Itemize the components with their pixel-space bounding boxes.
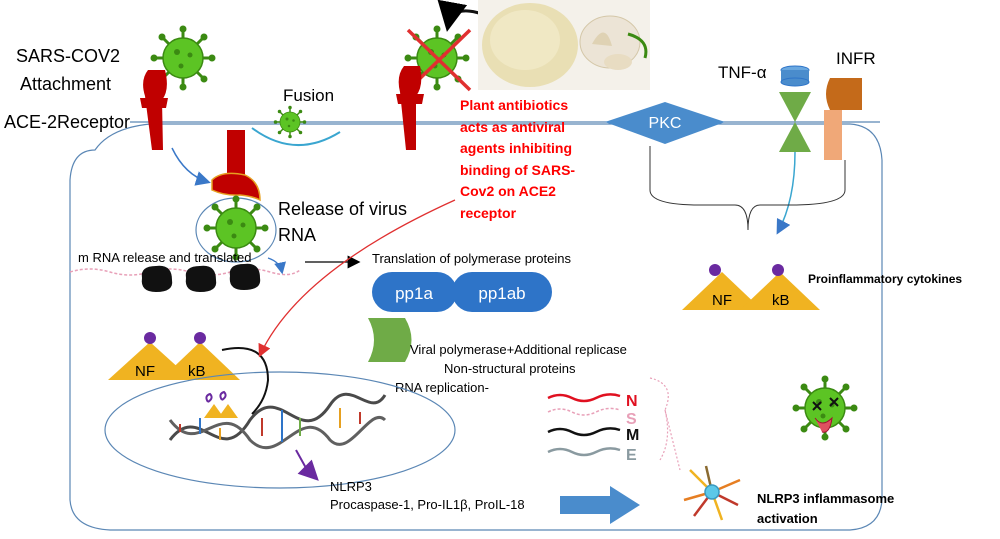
label-plant-5: Cov2 on ACE2 <box>460 183 556 199</box>
label-tnf: TNF-α <box>718 63 767 82</box>
pp1a-block <box>372 272 457 312</box>
label-nlrp3: NLRP3 <box>330 479 372 494</box>
label-kb-right: kB <box>772 292 790 309</box>
dna-helix-icon <box>168 392 387 450</box>
nfkb-left-complex <box>108 332 240 380</box>
fusion-vesicle <box>251 127 341 147</box>
ribosome-icons <box>141 263 261 292</box>
nlrp3-purple-arrow <box>295 449 319 481</box>
label-inflammasome-1: NLRP3 inflammasome <box>757 491 894 506</box>
label-infr: INFR <box>836 49 876 68</box>
label-nf-right: NF <box>712 292 732 309</box>
label-plant-3: agents inhibiting <box>460 140 572 156</box>
nfkb-to-dna-line <box>221 347 270 415</box>
ace2-receptor-icon <box>140 70 168 150</box>
ace2-receptor-blocked-icon <box>396 66 424 150</box>
label-viral-polymerase: Viral polymerase+Additional replicase <box>410 342 627 357</box>
tnf-receptor-upper <box>779 92 811 122</box>
label-gene-e: E <box>626 447 637 464</box>
rna-dotted-tail <box>649 377 681 471</box>
tnf-receptor-lower <box>779 122 811 152</box>
pkc-to-nfkb-line <box>649 146 846 231</box>
label-release-2: RNA <box>278 225 316 245</box>
internalized-receptor-icon <box>211 130 261 202</box>
label-gene-n: N <box>626 393 638 410</box>
label-inflammasome-2: activation <box>757 511 818 526</box>
label-attachment-2: Attachment <box>20 74 111 94</box>
label-fusion: Fusion <box>283 86 334 105</box>
pkc-diamond <box>605 102 725 144</box>
label-release-1: Release of virus <box>278 199 407 219</box>
dna-base-pairs <box>179 408 361 442</box>
cell-outline <box>69 123 883 531</box>
label-rna-replication: RNA replication- <box>395 380 489 395</box>
nucleus <box>104 371 456 489</box>
virus-fusion-icon <box>273 105 307 139</box>
label-ace2-receptor: ACE-2Receptor <box>4 112 130 132</box>
inflammasome-big-arrow <box>560 486 640 524</box>
infr-receptor-cap <box>826 78 862 110</box>
tnf-cylinder-bottom <box>780 77 810 87</box>
label-nf-left: NF <box>135 363 155 380</box>
nfkb-bound-dna-icon <box>204 390 238 418</box>
replicase-shape <box>368 318 412 362</box>
label-attachment-1: SARS-COV2 <box>16 46 120 66</box>
label-plant-2: acts as antiviral <box>460 119 565 135</box>
label-gene-s: S <box>626 411 637 428</box>
label-pkc: PKC <box>649 115 682 132</box>
label-pp1a: pp1a <box>395 284 433 303</box>
label-plant-4: binding of SARS- <box>460 162 575 178</box>
plant-to-virus-arrow <box>437 0 483 32</box>
label-plant-1: Plant antibiotics <box>460 97 568 113</box>
internalization-arrow <box>171 147 211 186</box>
inflammasome-icon <box>683 465 741 521</box>
garlic-image <box>579 15 648 70</box>
dead-virus-icon <box>791 374 859 442</box>
label-proinflammatory: Proinflammatory cytokines <box>808 272 962 286</box>
label-nonstructural: Non-structural proteins <box>444 361 576 376</box>
mrna-strand <box>69 268 301 276</box>
label-pp1ab: pp1ab <box>478 284 525 303</box>
infr-receptor-stem <box>824 110 842 160</box>
replicated-rna-strands <box>547 393 621 457</box>
label-translation: Translation of polymerase proteins <box>372 251 571 266</box>
tnf-signal-arrow <box>776 151 796 235</box>
label-gene-m: M <box>626 427 639 444</box>
mrna-blue-arrow <box>267 257 286 275</box>
label-kb-left: kB <box>188 363 206 380</box>
label-plant-6: receptor <box>460 205 517 221</box>
pp1ab-block <box>452 272 552 312</box>
label-mrna-release: m RNA release and translated <box>78 250 251 265</box>
label-procaspase: Procaspase-1, Pro-IL1β, ProIL-18 <box>330 497 525 512</box>
plant-inhibition-arrow <box>258 199 456 358</box>
nfkb-right-complex <box>682 264 820 310</box>
